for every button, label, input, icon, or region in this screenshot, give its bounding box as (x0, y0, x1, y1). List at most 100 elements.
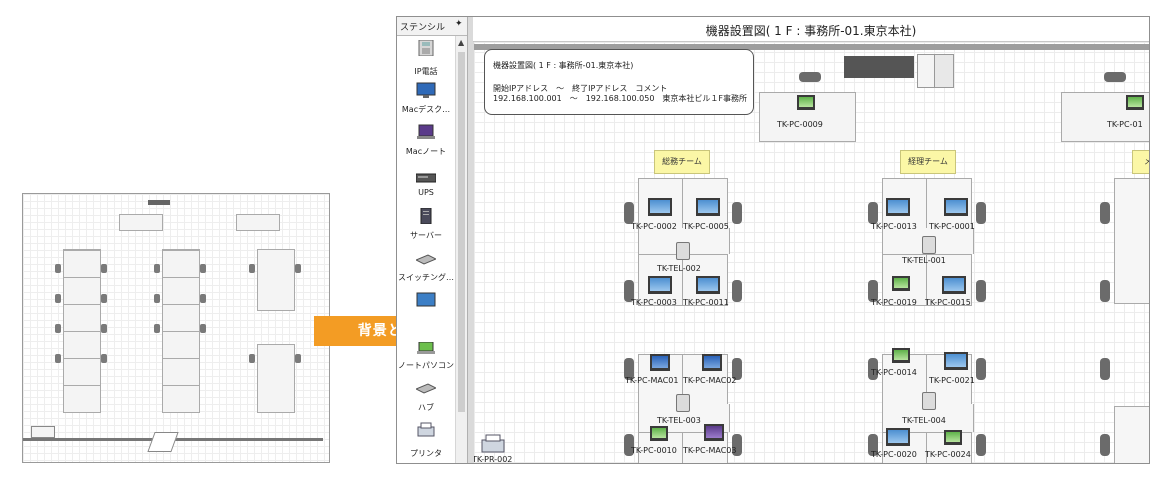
stencil-item-monitor[interactable] (397, 290, 455, 330)
stencil-label: スイッチング… (398, 273, 454, 282)
server-icon (420, 208, 432, 224)
notebook-pc-icon[interactable] (797, 95, 815, 110)
mac-notebook-icon[interactable] (704, 424, 724, 441)
device-label[interactable]: TK-PC-MAC02 (683, 376, 737, 385)
stencil-panel-header: ステンシル ✦ (397, 17, 467, 36)
notebook-pc-icon[interactable] (892, 276, 910, 291)
stencil-item-mac-desktop[interactable]: Macデスク… (397, 80, 455, 120)
desktop-pc-icon[interactable] (886, 198, 910, 216)
stencil-scrollbar[interactable]: ▲ (455, 36, 468, 463)
notebook-pc-icon[interactable] (944, 430, 962, 445)
ip-phone-icon[interactable] (922, 236, 936, 254)
chair (1100, 280, 1110, 302)
device-label[interactable]: TK-PR-002 (474, 455, 513, 463)
thumb-desk-group (63, 249, 101, 413)
stencil-item-switching-hub[interactable]: スイッチング… (397, 248, 455, 288)
thumb-chair (154, 324, 160, 333)
stencil-item-notebook-pc[interactable]: ノートパソコン (397, 332, 455, 372)
ip-phone-icon (418, 40, 434, 56)
desktop-pc-icon[interactable] (944, 352, 968, 370)
notebook-pc-icon[interactable] (650, 426, 668, 441)
device-label[interactable]: TK-PC-MAC01 (625, 376, 679, 385)
notebook-pc-icon[interactable] (892, 348, 910, 363)
panel-splitter[interactable] (467, 17, 474, 463)
chair (976, 434, 986, 456)
cabinet (934, 54, 954, 88)
stencil-title: ステンシル (400, 23, 446, 33)
thumb-chair (101, 264, 107, 273)
ups-icon (416, 173, 436, 183)
thumb-desk-group (257, 344, 295, 413)
thumb-chair (200, 324, 206, 333)
device-label[interactable]: TK-PC-0010 (631, 446, 677, 455)
team-label[interactable]: 総務チーム (654, 150, 710, 174)
device-label[interactable]: TK-PC-0003 (631, 298, 677, 307)
thumb-chair (55, 324, 61, 333)
thumb-chair (154, 294, 160, 303)
mac-desktop-icon[interactable] (702, 354, 722, 371)
stencil-item-mac-notebook[interactable]: Macノート (397, 122, 455, 162)
desktop-pc-icon[interactable] (648, 198, 672, 216)
notebook-pc-icon[interactable] (1126, 95, 1144, 110)
scroll-up-icon[interactable]: ▲ (458, 38, 465, 47)
ip-phone-icon[interactable] (676, 242, 690, 260)
desktop-pc-icon[interactable] (696, 276, 720, 294)
device-label[interactable]: TK-PC-0011 (683, 298, 729, 307)
chair (624, 358, 634, 380)
device-label[interactable]: TK-TEL-002 (657, 264, 701, 273)
device-label[interactable]: TK-TEL-003 (657, 416, 701, 425)
thumb-desk (119, 214, 163, 231)
mac-notebook-icon (417, 124, 435, 139)
stencil-list: IP電話 Macデスク… Macノート UPS サーバー スイッチング… ノ (397, 36, 455, 463)
device-label[interactable]: TK-PC-MAC03 (683, 446, 737, 455)
stencil-item-printer[interactable]: プリンタ (397, 416, 455, 460)
desktop-pc-icon[interactable] (886, 428, 910, 446)
device-label[interactable]: TK-PC-0021 (929, 376, 975, 385)
desktop-pc-icon[interactable] (944, 198, 968, 216)
thumb-cabinet (31, 426, 55, 438)
chair (732, 202, 742, 224)
device-label[interactable]: TK-PC-0009 (777, 120, 823, 129)
team-label[interactable]: メ (1132, 150, 1149, 174)
thumb-wall (148, 200, 170, 205)
stencil-item-hub[interactable]: ハブ (397, 374, 455, 414)
device-label[interactable]: TK-TEL-001 (902, 256, 946, 265)
device-label[interactable]: TK-PC-0002 (631, 222, 677, 231)
device-label[interactable]: TK-PC-0019 (871, 298, 917, 307)
ip-phone-icon[interactable] (676, 394, 690, 412)
ip-phone-icon[interactable] (922, 392, 936, 410)
device-label[interactable]: TK-PC-0024 (925, 450, 971, 459)
thumb-chair (101, 354, 107, 363)
team-label[interactable]: 経理チーム (900, 150, 956, 174)
chair (868, 358, 878, 380)
desktop-pc-icon[interactable] (648, 276, 672, 294)
chair (868, 434, 878, 456)
device-label[interactable]: TK-PC-0014 (871, 368, 917, 377)
pin-icon[interactable]: ✦ (455, 19, 463, 29)
device-label[interactable]: TK-PC-0001 (929, 222, 975, 231)
document-title-bar: 機器設置図( 1 F : 事務所-01.東京本社) (473, 17, 1149, 42)
ip-info-box[interactable]: 機器設置図( 1 F : 事務所-01.東京本社) 開始IPアドレス ～ 終了I… (484, 49, 754, 115)
desktop-pc-icon[interactable] (942, 276, 966, 294)
mac-desktop-icon[interactable] (650, 354, 670, 371)
stencil-item-server[interactable]: サーバー (397, 206, 455, 246)
desktop-pc-icon[interactable] (696, 198, 720, 216)
chair (976, 202, 986, 224)
thumb-desk (236, 214, 280, 231)
stencil-item-ip-phone[interactable]: IP電話 (397, 38, 455, 78)
printer-icon (417, 422, 435, 437)
drawing-canvas[interactable]: 機器設置図( 1 F : 事務所-01.東京本社) 開始IPアドレス ～ 終了I… (474, 42, 1149, 463)
device-label[interactable]: TK-PC-0020 (871, 450, 917, 459)
scroll-thumb[interactable] (458, 52, 465, 412)
device-label[interactable]: TK-PC-0015 (925, 298, 971, 307)
thumb-chair (200, 264, 206, 273)
device-label[interactable]: TK-TEL-004 (902, 416, 946, 425)
device-label[interactable]: TK-PC-0013 (871, 222, 917, 231)
printer-icon[interactable] (480, 434, 506, 454)
desk (1114, 178, 1149, 304)
stencil-label: IP電話 (414, 67, 438, 76)
device-label[interactable]: TK-PC-01 (1107, 120, 1143, 129)
stencil-item-ups[interactable]: UPS (397, 164, 455, 204)
device-label[interactable]: TK-PC-0005 (683, 222, 729, 231)
chair (1100, 358, 1110, 380)
